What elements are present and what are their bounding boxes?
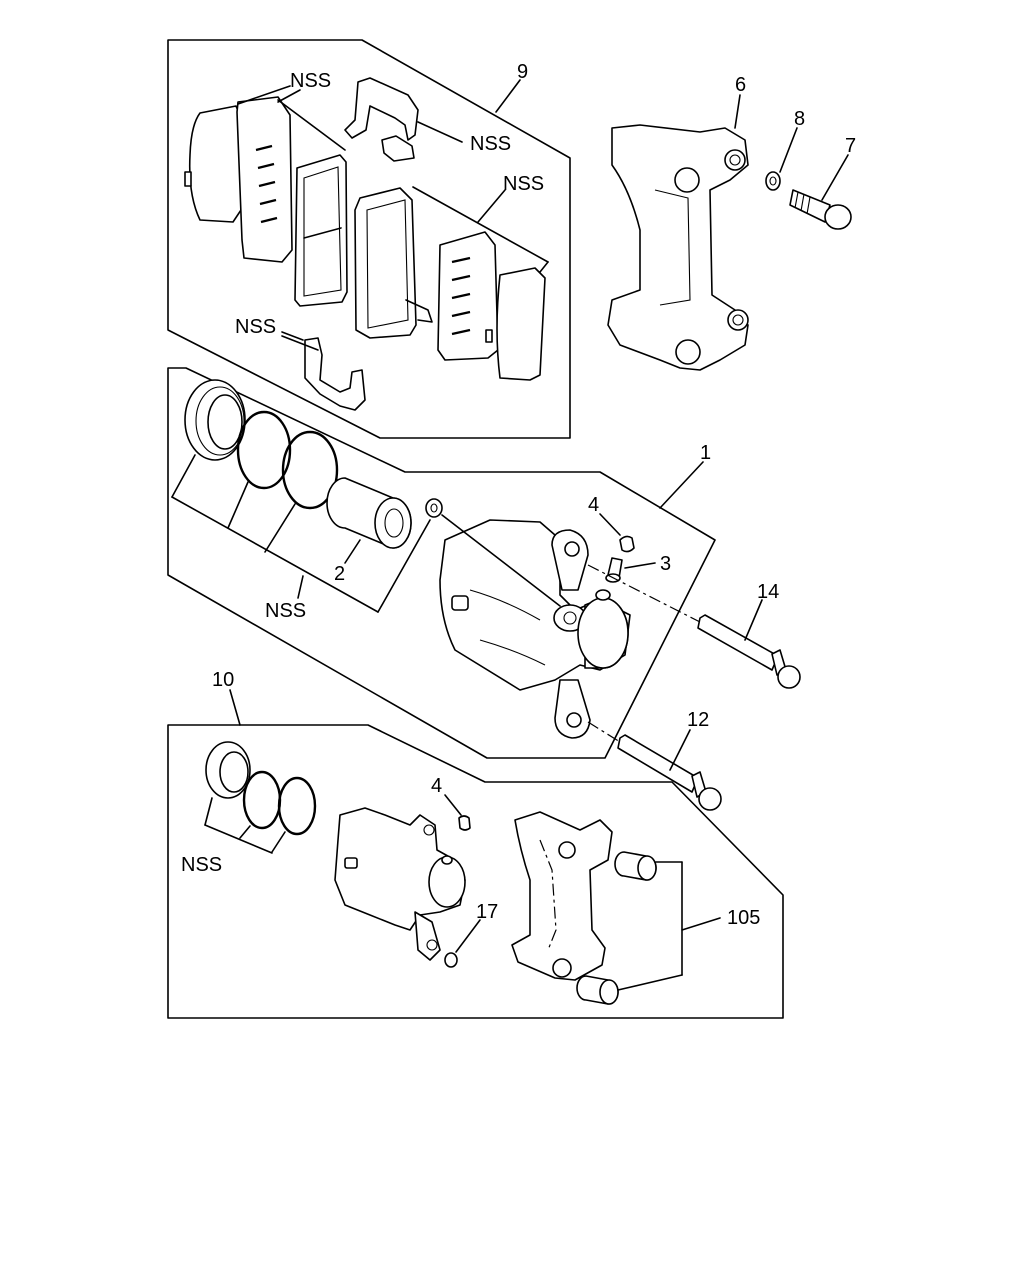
group-10-frame — [167, 724, 784, 1019]
guide-pin-12-head — [698, 787, 722, 811]
label-item-4-lower: 4 — [431, 775, 442, 797]
caliper-port — [595, 589, 611, 601]
bracket-bore-top-right-inner — [729, 154, 741, 166]
brake-pad-outer — [294, 154, 348, 307]
label-item-7: 7 — [845, 135, 856, 157]
label-nss-clip-top: NSS — [470, 133, 511, 155]
group-9-leaders — [237, 79, 549, 351]
label-nss-seal-kit-lower: NSS — [181, 854, 222, 876]
label-item-105: 105 — [727, 907, 760, 929]
brake-pad-outer-lining — [303, 166, 342, 297]
caliper-boss-hole — [563, 611, 577, 625]
label-item-2: 2 — [334, 563, 345, 585]
caliper-body-window — [451, 595, 469, 611]
label-item-10: 10 — [212, 669, 234, 691]
seal-ring-2 — [281, 430, 339, 510]
outer-shim-right — [496, 267, 546, 381]
caliper-cylinder-end — [577, 597, 629, 669]
bolt-7-head — [824, 204, 852, 230]
piston-2-face — [374, 497, 412, 549]
caliper-body-rib-2 — [479, 639, 546, 666]
brake-pad-inner — [354, 187, 417, 339]
slotted-shim-right — [437, 231, 499, 361]
lower-caliper-body — [334, 807, 466, 931]
label-nss-seal-kit: NSS — [265, 600, 306, 622]
label-item-8: 8 — [794, 108, 805, 130]
bracket-bore-top-right — [724, 149, 746, 171]
label-nss-shims-right: NSS — [503, 173, 544, 195]
washer-8-hole — [769, 176, 777, 186]
label-item-4-upper: 4 — [588, 494, 599, 516]
lower-bracket-bore-top — [558, 841, 576, 859]
bracket-leaders — [734, 94, 849, 201]
caliper-ear-upper — [551, 529, 589, 591]
washer-8 — [765, 171, 781, 191]
lower-caliper-port — [441, 855, 453, 865]
label-item-9: 9 — [517, 61, 528, 83]
piston-boot-inner — [207, 394, 243, 450]
outer-shim-left-tab — [184, 171, 192, 187]
pad-clip-bottom — [304, 337, 366, 411]
piston-boot-fold — [195, 386, 245, 456]
slotted-shim-left — [236, 96, 293, 263]
brake-pad-inner-lining — [366, 199, 409, 329]
group-10-leaders — [204, 689, 721, 991]
lower-caliper-ear — [414, 911, 441, 961]
bolt-7-threads — [794, 191, 811, 215]
guide-pin-14-axis — [587, 564, 701, 623]
caliper-ear-upper-hole — [564, 541, 580, 557]
label-item-12: 12 — [687, 709, 709, 731]
slotted-shim-right-slots — [451, 256, 471, 336]
pad-clip-top — [344, 77, 419, 141]
outer-shim-right-tab — [485, 329, 493, 343]
lower-caliper-hole-bottom — [426, 939, 438, 951]
bracket-bore-top-left — [674, 167, 700, 193]
lower-bracket-bore-bottom — [552, 958, 572, 978]
piston-2-recess — [384, 508, 404, 538]
bleeder-cap-4-lower — [458, 815, 471, 831]
seal-washer — [425, 498, 443, 518]
lower-caliper-bracket — [511, 811, 613, 981]
lower-piston-boot-inner — [219, 751, 249, 793]
label-item-6: 6 — [735, 74, 746, 96]
slotted-shim-left-slots — [255, 144, 278, 224]
seal-ring-1 — [236, 410, 292, 490]
bushing-105-lower-end — [599, 979, 619, 1005]
bracket-bore-bottom-right — [727, 309, 749, 331]
caliper-bracket — [607, 124, 749, 371]
wear-indicator — [405, 299, 433, 323]
plug-17 — [444, 952, 458, 968]
guide-pin-12-axis — [587, 721, 621, 743]
outer-shim-left — [188, 105, 243, 223]
lower-caliper-hole-top — [423, 824, 435, 836]
label-item-3: 3 — [660, 553, 671, 575]
label-nss-pads: NSS — [290, 70, 331, 92]
lower-caliper-bracket-inner — [539, 839, 557, 951]
caliper-bracket-web — [654, 189, 691, 306]
caliper-body-rib-1 — [469, 589, 541, 621]
bleeder-cap-4 — [619, 535, 635, 553]
bracket-bore-bottom-right-inner — [732, 314, 744, 326]
caliper-ear-lower-hole — [566, 712, 582, 728]
guide-pin-14-head — [777, 665, 801, 689]
label-item-1: 1 — [700, 442, 711, 464]
seal-washer-hole — [430, 503, 438, 513]
bushing-105-upper-end — [637, 855, 657, 881]
group-1-leaders — [171, 454, 763, 771]
lower-seal-ring-2 — [277, 776, 317, 836]
bolt-7-shank — [789, 189, 831, 223]
label-nss-clip-bottom: NSS — [235, 316, 276, 338]
lower-caliper-window — [344, 857, 358, 869]
label-item-14: 14 — [757, 581, 779, 603]
pad-clip-top-tab — [381, 135, 415, 162]
brake-pad-outer-groove — [303, 227, 342, 239]
label-item-17: 17 — [476, 901, 498, 923]
group-1-frame — [167, 367, 716, 759]
group-9-frame — [167, 39, 571, 439]
bracket-bore-bottom-left — [675, 339, 701, 365]
